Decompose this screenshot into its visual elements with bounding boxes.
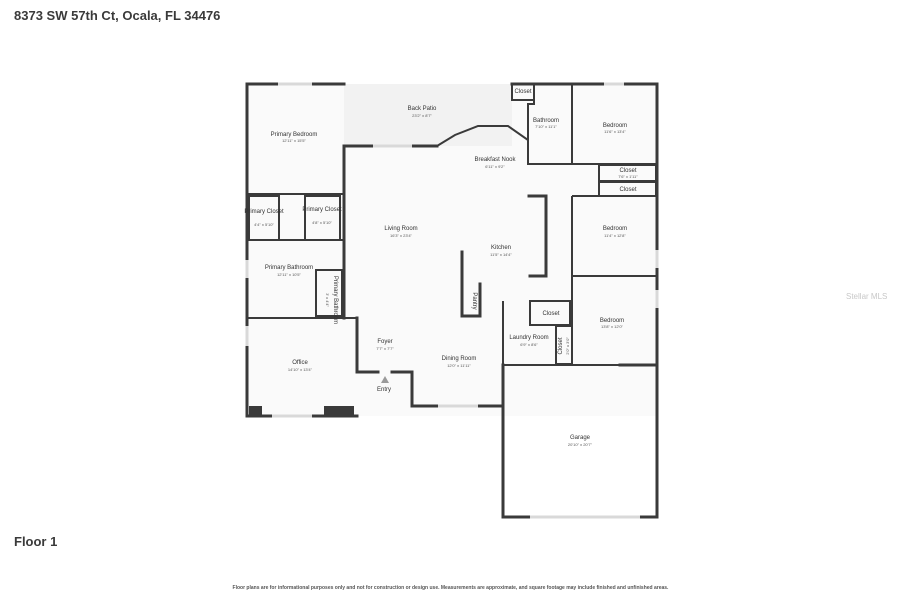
patio-overlay [344, 84, 512, 146]
room-dim: 14'10" x 13'4" [288, 367, 313, 372]
office-column-left [249, 406, 262, 415]
room-name: Foyer [377, 339, 392, 345]
room-name: Primary Bedroom [271, 132, 318, 138]
room-name: Closet [558, 337, 564, 354]
floor-label: Floor 1 [14, 534, 58, 549]
room-dim: 12'0" x 11'11" [447, 363, 471, 368]
room-name: Laundry Room [509, 335, 548, 341]
room-name: Dining Room [442, 356, 477, 362]
room-name: Bathroom [533, 118, 559, 124]
kitchen-counters [460, 194, 548, 318]
room-name: Bedroom [600, 318, 624, 324]
room-name: Kitchen [491, 245, 511, 251]
office-column-right [324, 406, 354, 415]
room-dim: 11'5" x 14'4" [490, 252, 512, 257]
room-dim: 3' x 4'4" [325, 293, 330, 307]
room-name: Closet [542, 311, 559, 317]
room-dim: 6'9" x 8'6" [520, 342, 538, 347]
room-dim: 7'10" x 11'1" [535, 124, 557, 129]
room-name: Closet [619, 187, 636, 193]
entry-label: Entry [377, 387, 391, 393]
room-labels: Back Patio 23'2" x 8'7" Closet Bathroom … [244, 89, 638, 447]
disclaimer-text: Floor plans are for informational purpos… [232, 585, 669, 591]
room-dim: 6'11" x 9'2" [485, 164, 505, 169]
room-dim: 4'8" x 5'10" [312, 220, 332, 225]
room-name: Primary Bathroom [265, 265, 313, 271]
room-name: Closet [619, 168, 636, 174]
room-name: Back Patio [408, 106, 437, 112]
room-dim: 4'4" x 5'10" [254, 222, 274, 227]
room-dim: 7'6" x 1'11" [618, 174, 638, 179]
room-name: Pantry [471, 292, 477, 309]
room-dim: 7'7" x 7'7" [376, 346, 394, 351]
room-dim: 11'6" x 13'4" [604, 129, 626, 134]
room-dim: 12'11" x 15'5" [282, 138, 306, 143]
room-dim: 20'10" x 20'7" [568, 442, 593, 447]
room-dim: 11'4" x 12'8" [604, 233, 626, 238]
windows [245, 82, 659, 519]
room-name: Bedroom [603, 123, 627, 129]
room-name: Garage [570, 435, 591, 441]
property-address: 8373 SW 57th Ct, Ocala, FL 34476 [14, 8, 221, 23]
room-name: Primary Closet [244, 209, 284, 215]
entry-arrow-icon [381, 376, 389, 383]
west-wing-walls [247, 193, 357, 319]
room-name: Primary Closet [302, 207, 342, 213]
room-dim: 16'3" x 23'4" [390, 233, 413, 238]
room-dim: 12'11" x 10'5" [277, 272, 301, 277]
room-name: Office [292, 360, 308, 366]
room-dim: 13'8" x 12'0" [601, 324, 624, 329]
room-name: Living Room [384, 226, 417, 232]
room-dim: 2'0" x 3'0" [565, 337, 570, 355]
room-name: Primary Bathroom [332, 276, 338, 324]
room-name: Closet [514, 89, 531, 95]
room-name: Breakfast Nook [474, 157, 516, 163]
laundry-walls [502, 300, 573, 366]
room-name: Bedroom [603, 226, 627, 232]
room-dim: 23'2" x 8'7" [412, 113, 432, 118]
nook-bathroom-walls [436, 84, 573, 165]
watermark-text: Stellar MLS [846, 292, 888, 301]
